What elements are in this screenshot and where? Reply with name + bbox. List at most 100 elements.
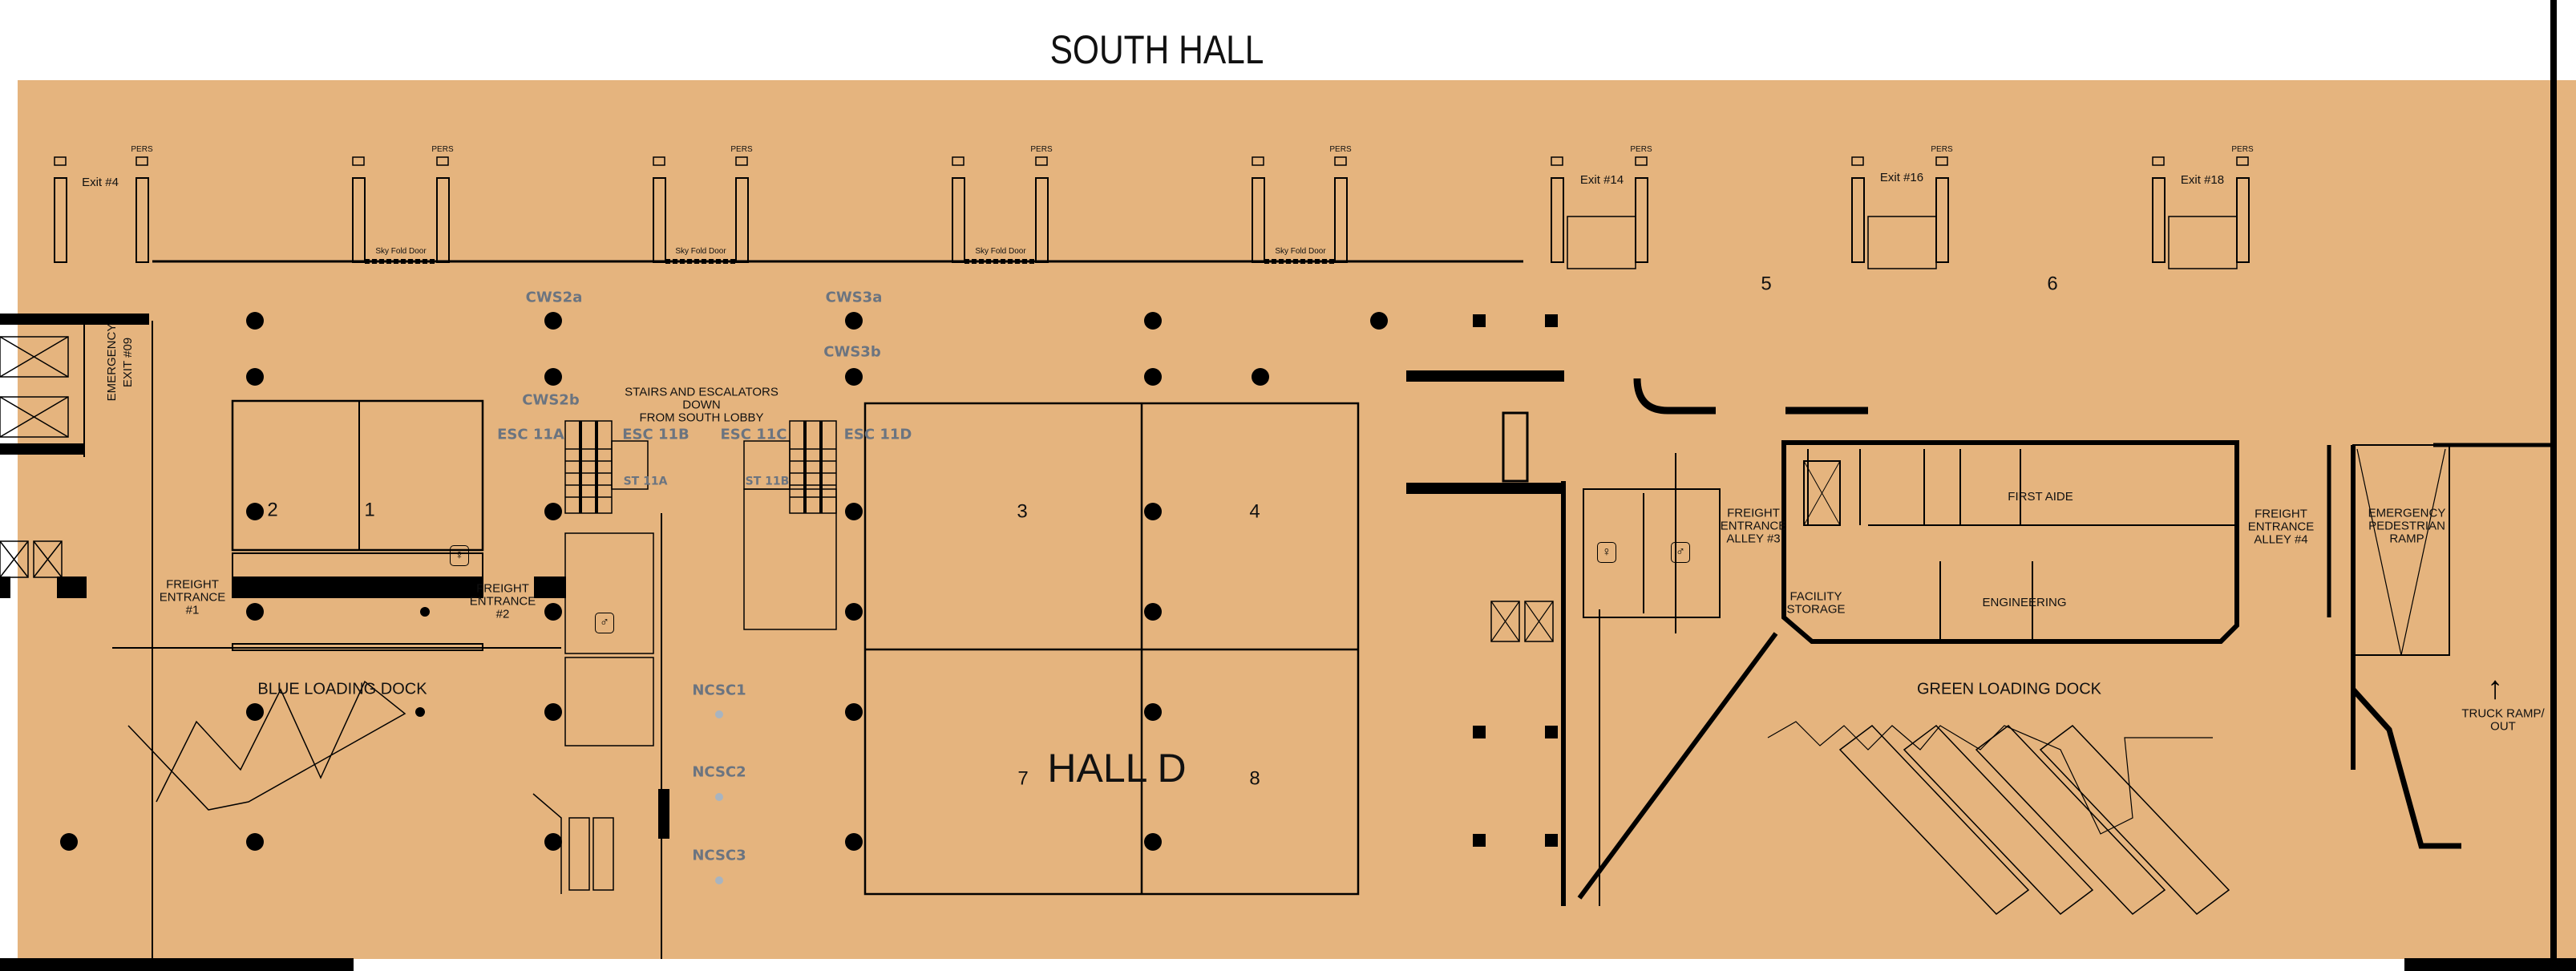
fe2-line2: ENTRANCE	[469, 594, 536, 609]
freight-entrance-2: FREIGHT ENTRANCE #2	[470, 582, 536, 620]
column	[1144, 833, 1162, 851]
pers-label: PERS	[1030, 144, 1053, 154]
pers-label: PERS	[2231, 144, 2254, 154]
fa3-line2: ENTRANCE	[1720, 519, 1787, 533]
fs-line1: FACILITY	[1789, 589, 1842, 604]
fa4-line2: ENTRANCE	[2247, 520, 2315, 534]
exterior-left	[0, 80, 18, 971]
exit-09-label: EXIT #09	[121, 337, 135, 388]
fe1-line3: #1	[185, 602, 200, 617]
square-column	[1545, 834, 1558, 847]
cws2b-label: CWS2b	[522, 391, 580, 409]
sky-fold-door-label: Sky Fold Door	[975, 246, 1026, 256]
column	[544, 833, 562, 851]
fa4-line1: FREIGHT	[2255, 507, 2307, 521]
freight-alley-4: FREIGHT ENTRANCE ALLEY #4	[2248, 508, 2315, 545]
truck-ramp-label: TRUCK RAMP/ OUT	[2461, 707, 2544, 733]
room-2: 2	[267, 499, 278, 521]
diagonal-wall	[1577, 632, 1778, 900]
square-column	[1545, 314, 1558, 327]
engineering-label: ENGINEERING	[1982, 596, 2067, 610]
freight-alley-3: FREIGHT ENTRANCE ALLEY #3	[1721, 507, 1787, 544]
fs-line2: STORAGE	[1786, 602, 1846, 616]
column	[845, 833, 863, 851]
pers-boxes	[54, 156, 2249, 166]
room-4: 4	[1249, 500, 1260, 523]
er-line3: RAMP	[2389, 531, 2424, 545]
emergency-ramp-label: EMERGENCY PEDESTRIAN RAMP	[2368, 507, 2446, 544]
column	[1144, 703, 1162, 721]
column	[1370, 312, 1388, 330]
stairs-note: STAIRS AND ESCALATORS DOWN FROM SOUTH LO…	[625, 386, 778, 423]
sky-fold-door-label: Sky Fold Door	[675, 246, 726, 256]
exit-4-label: Exit #4	[82, 176, 119, 190]
first-aide-label: FIRST AIDE	[2008, 490, 2073, 504]
room-3: 3	[1017, 500, 1028, 523]
alley-4	[2238, 0, 2557, 959]
tr-line2: OUT	[2490, 719, 2516, 733]
fa3-line3: ALLEY #3	[1726, 531, 1781, 545]
green-loading-dock-label: GREEN LOADING DOCK	[1916, 680, 2102, 698]
page-title: SOUTH HALL	[1049, 26, 1264, 72]
sky-fold-door-label: Sky Fold Door	[1275, 246, 1326, 256]
hall-d-label: HALL D	[1047, 745, 1187, 791]
hall-d-grid	[863, 402, 1360, 896]
wall-slab	[0, 314, 149, 325]
room-6: 6	[2047, 273, 2058, 295]
er-line1: EMERGENCY	[2368, 506, 2446, 520]
column	[544, 603, 562, 621]
pers-label: PERS	[1931, 144, 1953, 154]
service-dots	[715, 710, 723, 884]
exit-09-text: EXIT #09	[121, 337, 135, 388]
column	[845, 603, 863, 621]
service-core	[1406, 370, 1721, 906]
column	[544, 368, 562, 386]
fe2-line3: #2	[495, 606, 510, 621]
exterior-bottom	[0, 959, 2576, 971]
square-column	[1473, 314, 1486, 327]
pers-label: PERS	[431, 144, 454, 154]
truck-bays	[1767, 721, 2230, 916]
column	[246, 368, 264, 386]
cws3a-label: CWS3a	[825, 289, 883, 306]
fe1-line1: FREIGHT	[166, 577, 219, 592]
exit-18-label: Exit #18	[2180, 173, 2225, 188]
escalator-block-a	[564, 420, 649, 514]
wall-slab	[232, 577, 483, 598]
column	[60, 833, 78, 851]
alley-3	[1675, 453, 1786, 633]
wall-slab	[534, 577, 566, 598]
blue-loading-dock-label: BLUE LOADING DOCK	[257, 680, 427, 698]
column	[246, 503, 264, 520]
column	[544, 503, 562, 520]
column	[845, 703, 863, 721]
column	[1144, 312, 1162, 330]
st-11a-label: ST 11A	[623, 475, 668, 488]
emergency-exit-label: EMERGENCY	[105, 324, 119, 402]
pers-label: PERS	[730, 144, 753, 154]
freight-entrance-1: FREIGHT ENTRANCE #1	[160, 578, 226, 616]
column	[544, 703, 562, 721]
column	[1144, 603, 1162, 621]
square-column	[1473, 834, 1486, 847]
column	[415, 707, 425, 717]
restroom-men-icon: ♂	[1671, 542, 1690, 563]
column	[246, 603, 264, 621]
fe1-line2: ENTRANCE	[159, 590, 226, 605]
column	[246, 833, 264, 851]
column	[544, 312, 562, 330]
north-facade	[54, 156, 2250, 269]
facility-storage: FACILITY STORAGE	[1786, 590, 1845, 616]
wall-slab	[0, 443, 85, 455]
stairs-note-line3: FROM SOUTH LOBBY	[639, 410, 764, 424]
esc-11d-label: ESC 11D	[843, 426, 912, 443]
stairs-note-line2: DOWN	[682, 398, 721, 412]
esc-11a-label: ESC 11A	[497, 426, 564, 443]
column	[845, 503, 863, 520]
cws2a-label: CWS2a	[525, 289, 583, 306]
stairs-note-line1: STAIRS AND ESCALATORS	[625, 385, 778, 399]
room-8: 8	[1249, 767, 1260, 790]
exit-stairs	[1567, 216, 2238, 269]
curved-wall	[1633, 378, 1868, 415]
